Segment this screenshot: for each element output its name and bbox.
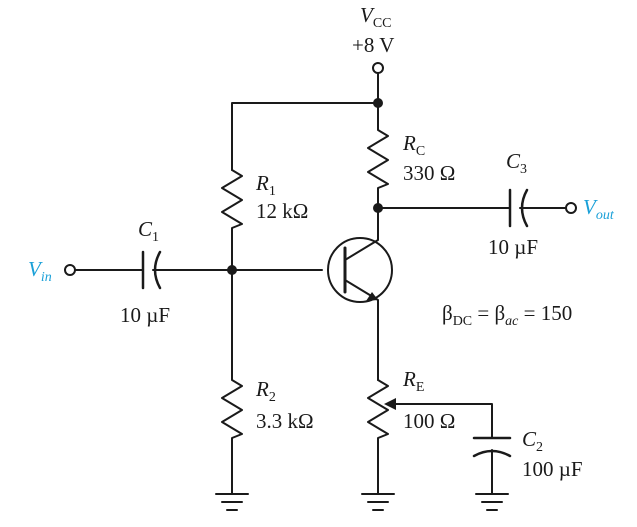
r2-resistor — [221, 269, 243, 495]
re-label: RE — [402, 367, 424, 395]
vin-label: Vin — [28, 257, 52, 285]
vout-label: Vout — [583, 195, 615, 223]
wiper-wire — [391, 403, 493, 439]
c3-value: 10 µF — [488, 235, 538, 259]
ground-c2-icon — [475, 493, 509, 511]
c2-label: C2 — [522, 427, 543, 455]
wiper-arrow-icon — [384, 398, 396, 410]
r1-value: 12 kΩ — [256, 199, 308, 223]
ground-re-icon — [361, 493, 395, 511]
vin-terminal — [64, 264, 76, 276]
beta-label: βDC = βac = 150 — [442, 301, 572, 329]
vcc-label: VCC — [360, 3, 392, 31]
c3-label: C3 — [506, 149, 527, 177]
c2-value: 100 µF — [522, 457, 583, 481]
transistor-body — [327, 237, 393, 303]
re-resistor — [367, 379, 389, 495]
vcc-terminal — [372, 62, 384, 74]
r1-label: R1 — [255, 171, 276, 199]
r2-value: 3.3 kΩ — [256, 409, 314, 433]
r1-resistor — [221, 169, 243, 271]
rc-value: 330 Ω — [403, 161, 455, 185]
rc-resistor — [367, 102, 389, 209]
transistor-collector — [344, 207, 379, 261]
vout-terminal — [565, 202, 577, 214]
emitter-arrow-icon — [366, 292, 378, 301]
c1-label: C1 — [138, 217, 159, 245]
ground-r2-icon — [215, 493, 249, 511]
rc-label: RC — [402, 131, 425, 159]
c1-value: 10 µF — [120, 303, 170, 327]
re-value: 100 Ω — [403, 409, 455, 433]
vcc-value: +8 V — [352, 33, 394, 57]
r2-label: R2 — [255, 377, 276, 405]
top-rail — [231, 102, 379, 171]
